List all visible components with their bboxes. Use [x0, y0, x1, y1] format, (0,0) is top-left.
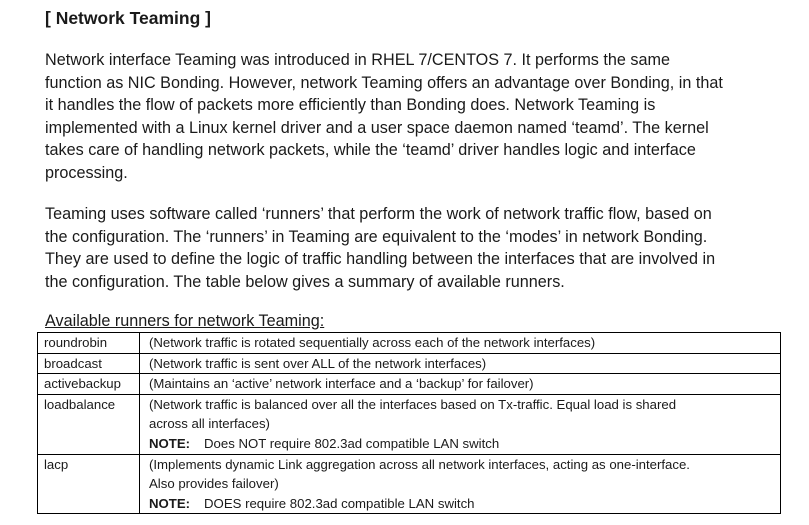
runner-note: NOTE: Does NOT require 802.3ad compatible…: [149, 434, 774, 454]
paragraph-line: the configuration. The table below gives…: [45, 272, 565, 291]
note-label: NOTE:: [149, 435, 191, 451]
description-line: (Implements dynamic Link aggregation acr…: [149, 456, 690, 472]
paragraph-line: takes care of handling network packets, …: [45, 141, 696, 160]
table-caption: Available runners for network Teaming:: [45, 312, 325, 330]
table-row: activebackup (Maintains an ‘active’ netw…: [37, 373, 781, 395]
runners-paragraph: Teaming uses software called ‘runners’ t…: [45, 203, 785, 293]
note-text: DOES require 802.3ad compatible LAN swit…: [204, 495, 475, 511]
section-heading: [ Network Teaming ]: [45, 8, 211, 28]
paragraph-line: They are used to define the logic of tra…: [45, 250, 716, 269]
runner-description: (Implements dynamic Link aggregation acr…: [139, 453, 781, 515]
description-line: (Maintains an ‘active’ network interface…: [149, 376, 534, 392]
runner-description: (Network traffic is balanced over all th…: [139, 393, 781, 455]
runner-name: activebackup: [37, 373, 140, 395]
table-row: roundrobin (Network traffic is rotated s…: [37, 332, 781, 354]
runner-description: (Network traffic is sent over ALL of the…: [139, 352, 781, 375]
note-text: Does NOT require 802.3ad compatible LAN …: [204, 435, 500, 451]
runner-note: NOTE: DOES require 802.3ad compatible LAN…: [149, 494, 774, 514]
paragraph-line: processing.: [45, 163, 128, 182]
table-row: broadcast (Network traffic is sent over …: [37, 352, 781, 375]
table-row: loadbalance (Network traffic is balanced…: [37, 393, 781, 455]
description-line: (Network traffic is sent over ALL of the…: [149, 355, 487, 371]
runner-description: (Network traffic is rotated sequentially…: [139, 332, 781, 354]
note-label: NOTE:: [149, 495, 191, 511]
paragraph-line: Network interface Teaming was introduced…: [45, 51, 670, 69]
runner-description: (Maintains an ‘active’ network interface…: [139, 373, 781, 395]
description-line: (Network traffic is balanced over all th…: [149, 396, 677, 412]
paragraph-line: implemented with a Linux kernel driver a…: [45, 118, 709, 137]
paragraph-line: function as NIC Bonding. However, networ…: [45, 73, 723, 92]
paragraph-line: Teaming uses software called ‘runners’ t…: [45, 205, 712, 223]
paragraph-line: the configuration. The ‘runners’ in Team…: [45, 227, 708, 246]
description-line: across all interfaces): [149, 416, 270, 432]
runner-name: lacp: [37, 453, 140, 515]
table-row: lacp (Implements dynamic Link aggregatio…: [37, 453, 781, 515]
description-line: Also provides failover): [149, 476, 279, 492]
intro-paragraph: Network interface Teaming was introduced…: [45, 49, 785, 185]
runner-name: loadbalance: [37, 393, 140, 455]
runner-name: broadcast: [37, 352, 140, 375]
description-line: (Network traffic is rotated sequentially…: [149, 335, 596, 350]
runners-table: roundrobin (Network traffic is rotated s…: [37, 332, 781, 515]
runner-name: roundrobin: [37, 332, 140, 354]
paragraph-line: it handles the flow of packets more effi…: [45, 96, 656, 115]
